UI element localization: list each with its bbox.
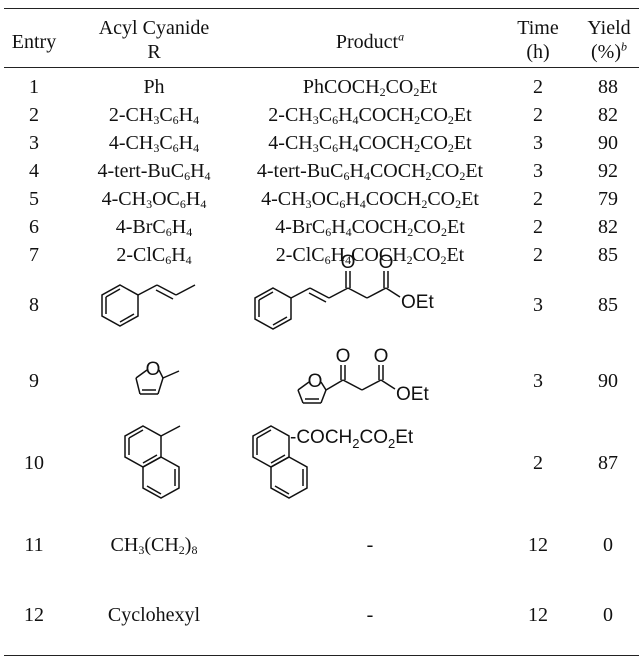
entry-cell: 12 [24, 604, 44, 626]
yield-cell: 85 [598, 294, 618, 316]
naphthoyl-chain-label: -COCH2CO2Et [290, 427, 414, 451]
ethoxy-label: OEt [401, 292, 434, 313]
acyl-cyanide-cell: 4-tert-BuC6H4 [97, 160, 211, 183]
acyl-cyanide-cell: 4-CH3C6H4 [108, 132, 200, 155]
furoyl-ester-oxygen-label: O [374, 346, 389, 367]
entry-cell: 7 [29, 244, 39, 266]
methylnaphthalene-structure [124, 425, 181, 499]
entry-cell: 10 [24, 452, 44, 474]
yield-cell: 92 [598, 160, 618, 182]
acyl-cyanide-cell: CH3(CH2)8 [110, 534, 198, 557]
yield-cell: 88 [598, 76, 618, 98]
methylfuran-structure: O [135, 359, 180, 395]
header-yield-line2: (%)b [591, 39, 627, 63]
header-acyl-line1: Acyl Cyanide [98, 17, 210, 39]
time-cell: 3 [533, 370, 543, 392]
acyl-cyanide-cell: Ph [143, 76, 165, 98]
cinnamyl-structure [101, 284, 196, 327]
product-cell: 4-BrC6H4COCH2CO2Et [275, 216, 465, 239]
header-yield-line1: Yield [587, 17, 631, 39]
entry-cell: 2 [29, 104, 39, 126]
product-cell: 4-CH3OC6H4COCH2CO2Et [261, 188, 479, 211]
acyl-cyanide-cell: 4-CH3OC6H4 [101, 188, 207, 211]
naphthoyl-ketoester-structure: -COCH2CO2Et [252, 425, 414, 499]
yield-cell: 82 [598, 216, 618, 238]
product-cell: 2-ClC6H4COCH2CO2Et [275, 244, 465, 267]
entry-cell: 11 [24, 534, 44, 556]
time-cell: 2 [533, 104, 543, 126]
yield-cell: 87 [598, 452, 618, 474]
entry-cell: 9 [29, 370, 39, 392]
product-cell: PhCOCH2CO2Et [302, 76, 438, 99]
product-cell: 4-CH3C6H4COCH2CO2Et [268, 132, 472, 155]
time-cell: 12 [528, 604, 548, 626]
product-cell: - [366, 604, 374, 626]
header-product: Producta [240, 30, 500, 54]
footnote-b: b [620, 39, 627, 54]
entry-cell: 4 [29, 160, 39, 182]
bottom-rule [4, 655, 639, 656]
entry-cell: 3 [29, 132, 39, 154]
time-cell: 3 [533, 160, 543, 182]
entry-cell: 1 [29, 76, 39, 98]
header-yield: Yield (%)b [578, 16, 640, 64]
header-acyl-line2: R [147, 41, 161, 63]
acyl-cyanide-cell: 2-CH3C6H4 [108, 104, 200, 127]
time-cell: 2 [533, 216, 543, 238]
time-cell: 3 [533, 132, 543, 154]
header-product-text: Product [335, 31, 399, 53]
furoyl-ketoester-structure: O O O OEt [297, 346, 429, 405]
footnote-a: a [398, 29, 405, 44]
furan-oxygen-label: O [146, 359, 161, 380]
yield-cell: 90 [598, 132, 618, 154]
time-cell: 2 [533, 76, 543, 98]
cinnamoyl-ketoester-structure: O O OEt [254, 253, 434, 330]
ketone-oxygen-label: O [341, 253, 356, 273]
product-cell: 2-CH3C6H4COCH2CO2Et [268, 104, 472, 127]
header-rule [4, 67, 639, 68]
entry-cell: 8 [29, 294, 39, 316]
header-time-line1: Time [517, 17, 559, 39]
time-cell: 2 [533, 244, 543, 266]
yield-cell: 0 [603, 604, 613, 626]
ester-oxygen-label: O [379, 253, 394, 273]
furoyl-ketone-oxygen-label: O [336, 346, 351, 367]
time-cell: 3 [533, 294, 543, 316]
yield-cell: 79 [598, 188, 618, 210]
entry-cell: 6 [29, 216, 39, 238]
yield-cell: 90 [598, 370, 618, 392]
product-cell: - [366, 534, 374, 556]
time-cell: 2 [533, 452, 543, 474]
top-rule [4, 8, 639, 9]
yield-cell: 85 [598, 244, 618, 266]
yield-cell: 82 [598, 104, 618, 126]
header-time: Time (h) [500, 16, 576, 64]
header-acyl-cyanide: Acyl Cyanide R [70, 16, 238, 64]
yield-cell: 0 [603, 534, 613, 556]
acyl-cyanide-cell: 4-BrC6H4 [115, 216, 193, 239]
time-cell: 2 [533, 188, 543, 210]
header-time-line2: (h) [526, 41, 550, 63]
entry-cell: 5 [29, 188, 39, 210]
furoyl-ring-oxygen-label: O [308, 371, 323, 392]
product-cell: 4-tert-BuC6H4COCH2CO2Et [256, 160, 484, 183]
time-cell: 12 [528, 534, 548, 556]
acyl-cyanide-cell: 2-ClC6H4 [116, 244, 192, 267]
furoyl-ethoxy-label: OEt [396, 384, 429, 405]
acyl-cyanide-cell: Cyclohexyl [107, 604, 201, 626]
header-entry: Entry [11, 31, 57, 53]
